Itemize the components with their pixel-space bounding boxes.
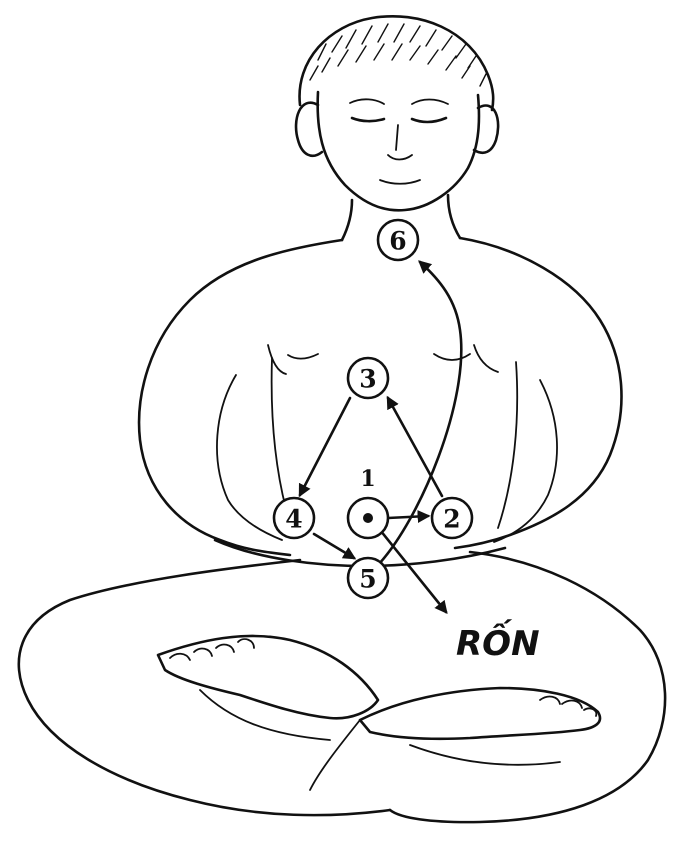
point-4-label: 4 [285, 505, 302, 534]
point-2-label: 2 [443, 505, 460, 534]
navel-label: RỐN [456, 618, 540, 664]
head-sketch [296, 16, 498, 210]
point-1: 1 [348, 466, 388, 538]
point-5: 5 [348, 558, 388, 598]
point-1-label: 1 [360, 466, 375, 492]
point-6: 6 [378, 220, 418, 260]
arrow-2-to-3 [388, 398, 442, 496]
arrow-4-to-5 [314, 534, 354, 558]
arrow-3-to-4 [300, 398, 350, 495]
point-3-label: 3 [359, 365, 376, 394]
point-2: 2 [432, 498, 472, 538]
point-3: 3 [348, 358, 388, 398]
flow-arrows [300, 262, 461, 612]
point-4: 4 [274, 498, 314, 538]
point-6-label: 6 [389, 227, 406, 256]
legs-sketch [19, 552, 665, 822]
point-1-center-dot [363, 513, 373, 523]
arrow-1-to-2 [388, 516, 428, 518]
point-5-label: 5 [359, 565, 376, 594]
